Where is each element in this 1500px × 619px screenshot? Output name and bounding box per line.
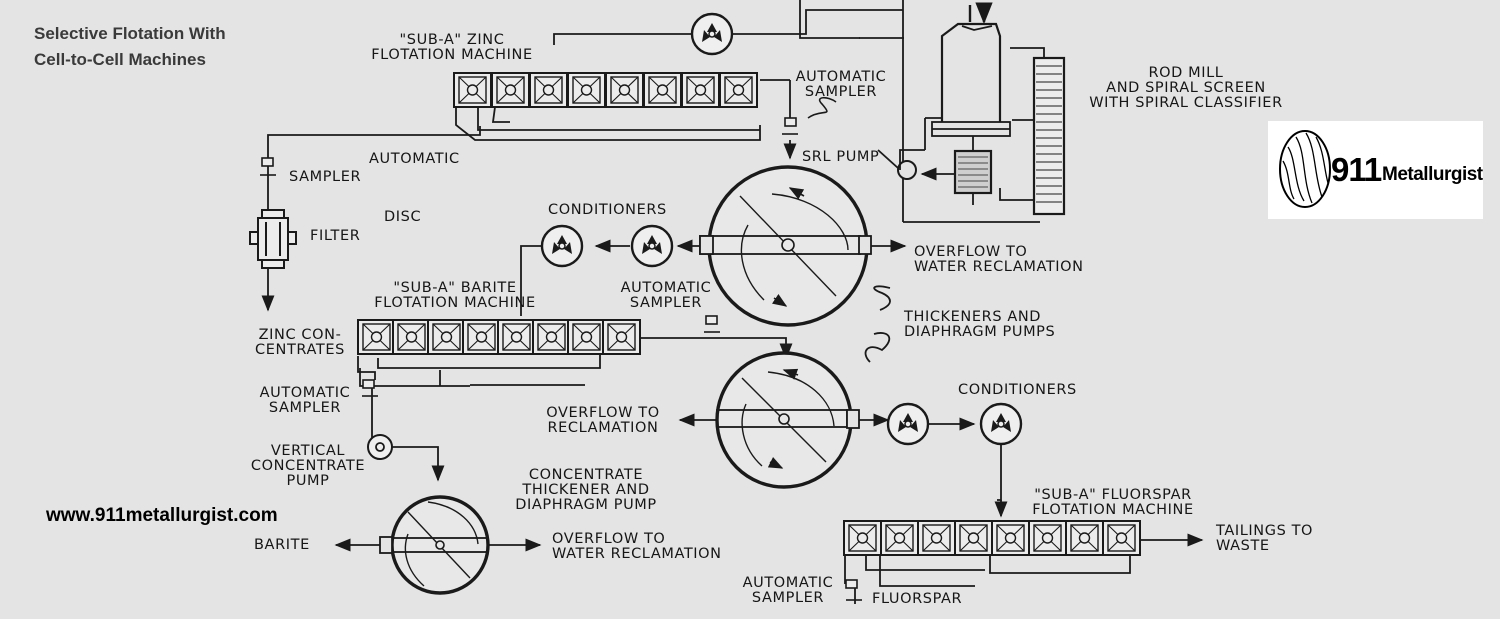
logo: 911 Metallurgist [1268,121,1483,219]
title-line-2: Cell-to-Cell Machines [34,50,206,69]
srl-pump-label: SRL PUMP [802,149,880,165]
sampler-label-left: SAMPLER [289,169,362,185]
logo-mark-icon [1279,130,1331,208]
conditioners-upper-label: CONDITIONERS [548,202,667,218]
disc-label: DISC [384,209,422,225]
title-line-1: Selective Flotation With [34,24,226,43]
barite-label: BARITE [254,537,310,553]
conditioners-lower-label: CONDITIONERS [958,382,1077,398]
fluorspar-label: FLUORSPAR [872,591,963,607]
logo-word: Metallurgist [1382,164,1483,185]
website-url: www.911metallurgist.com [46,505,278,526]
automatic-label-left: AUTOMATIC [369,151,460,167]
filter-label: FILTER [310,228,361,244]
logo-number: 911 [1331,151,1382,188]
zinc-concentrates-label: ZINC CON-CENTRATES [255,327,345,358]
diagram-title: Selective Flotation With Cell-to-Cell Ma… [34,21,226,73]
